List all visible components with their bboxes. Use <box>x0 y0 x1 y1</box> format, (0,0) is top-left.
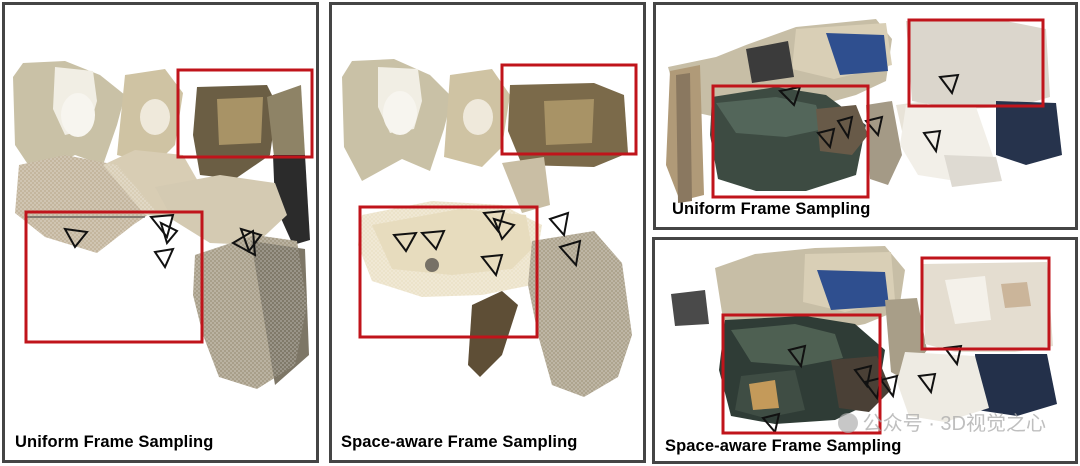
highlight-box-sink <box>500 63 638 156</box>
camera-frustums <box>777 73 960 154</box>
panel-caption: Uniform Frame Sampling <box>15 433 214 451</box>
highlight-box-floor <box>711 84 870 199</box>
panel-caption: Uniform Frame Sampling <box>672 200 871 218</box>
point-cloud-reconstruction <box>671 246 1057 435</box>
highlight-box-corner <box>920 256 1051 351</box>
highlight-box-floor <box>358 205 539 339</box>
blue-object <box>826 33 888 75</box>
panel-space-aware-sampling-office: Space-aware Frame Sampling <box>652 237 1078 464</box>
point-cloud-reconstruction <box>666 18 1062 203</box>
highlight-box-floor <box>24 210 204 344</box>
navy-chair <box>996 101 1062 165</box>
camera-frustums <box>63 213 263 270</box>
highlight-box-floor <box>721 313 882 435</box>
highlight-box-sink <box>176 68 314 159</box>
panel-space-aware-sampling-bathroom: Space-aware Frame Sampling <box>329 2 646 463</box>
panel-caption: Space-aware Frame Sampling <box>341 433 578 451</box>
panel-caption: Space-aware Frame Sampling <box>665 437 902 455</box>
panel-uniform-sampling-bathroom: Uniform Frame Sampling <box>2 2 319 463</box>
navy-chair <box>975 354 1057 416</box>
camera-frustums <box>392 209 582 278</box>
highlight-box-corner <box>907 18 1045 108</box>
blue-object <box>817 270 889 310</box>
panel-uniform-sampling-office: Uniform Frame Sampling <box>653 2 1078 230</box>
point-cloud-reconstruction <box>13 61 314 389</box>
point-cloud-reconstruction <box>342 59 638 397</box>
